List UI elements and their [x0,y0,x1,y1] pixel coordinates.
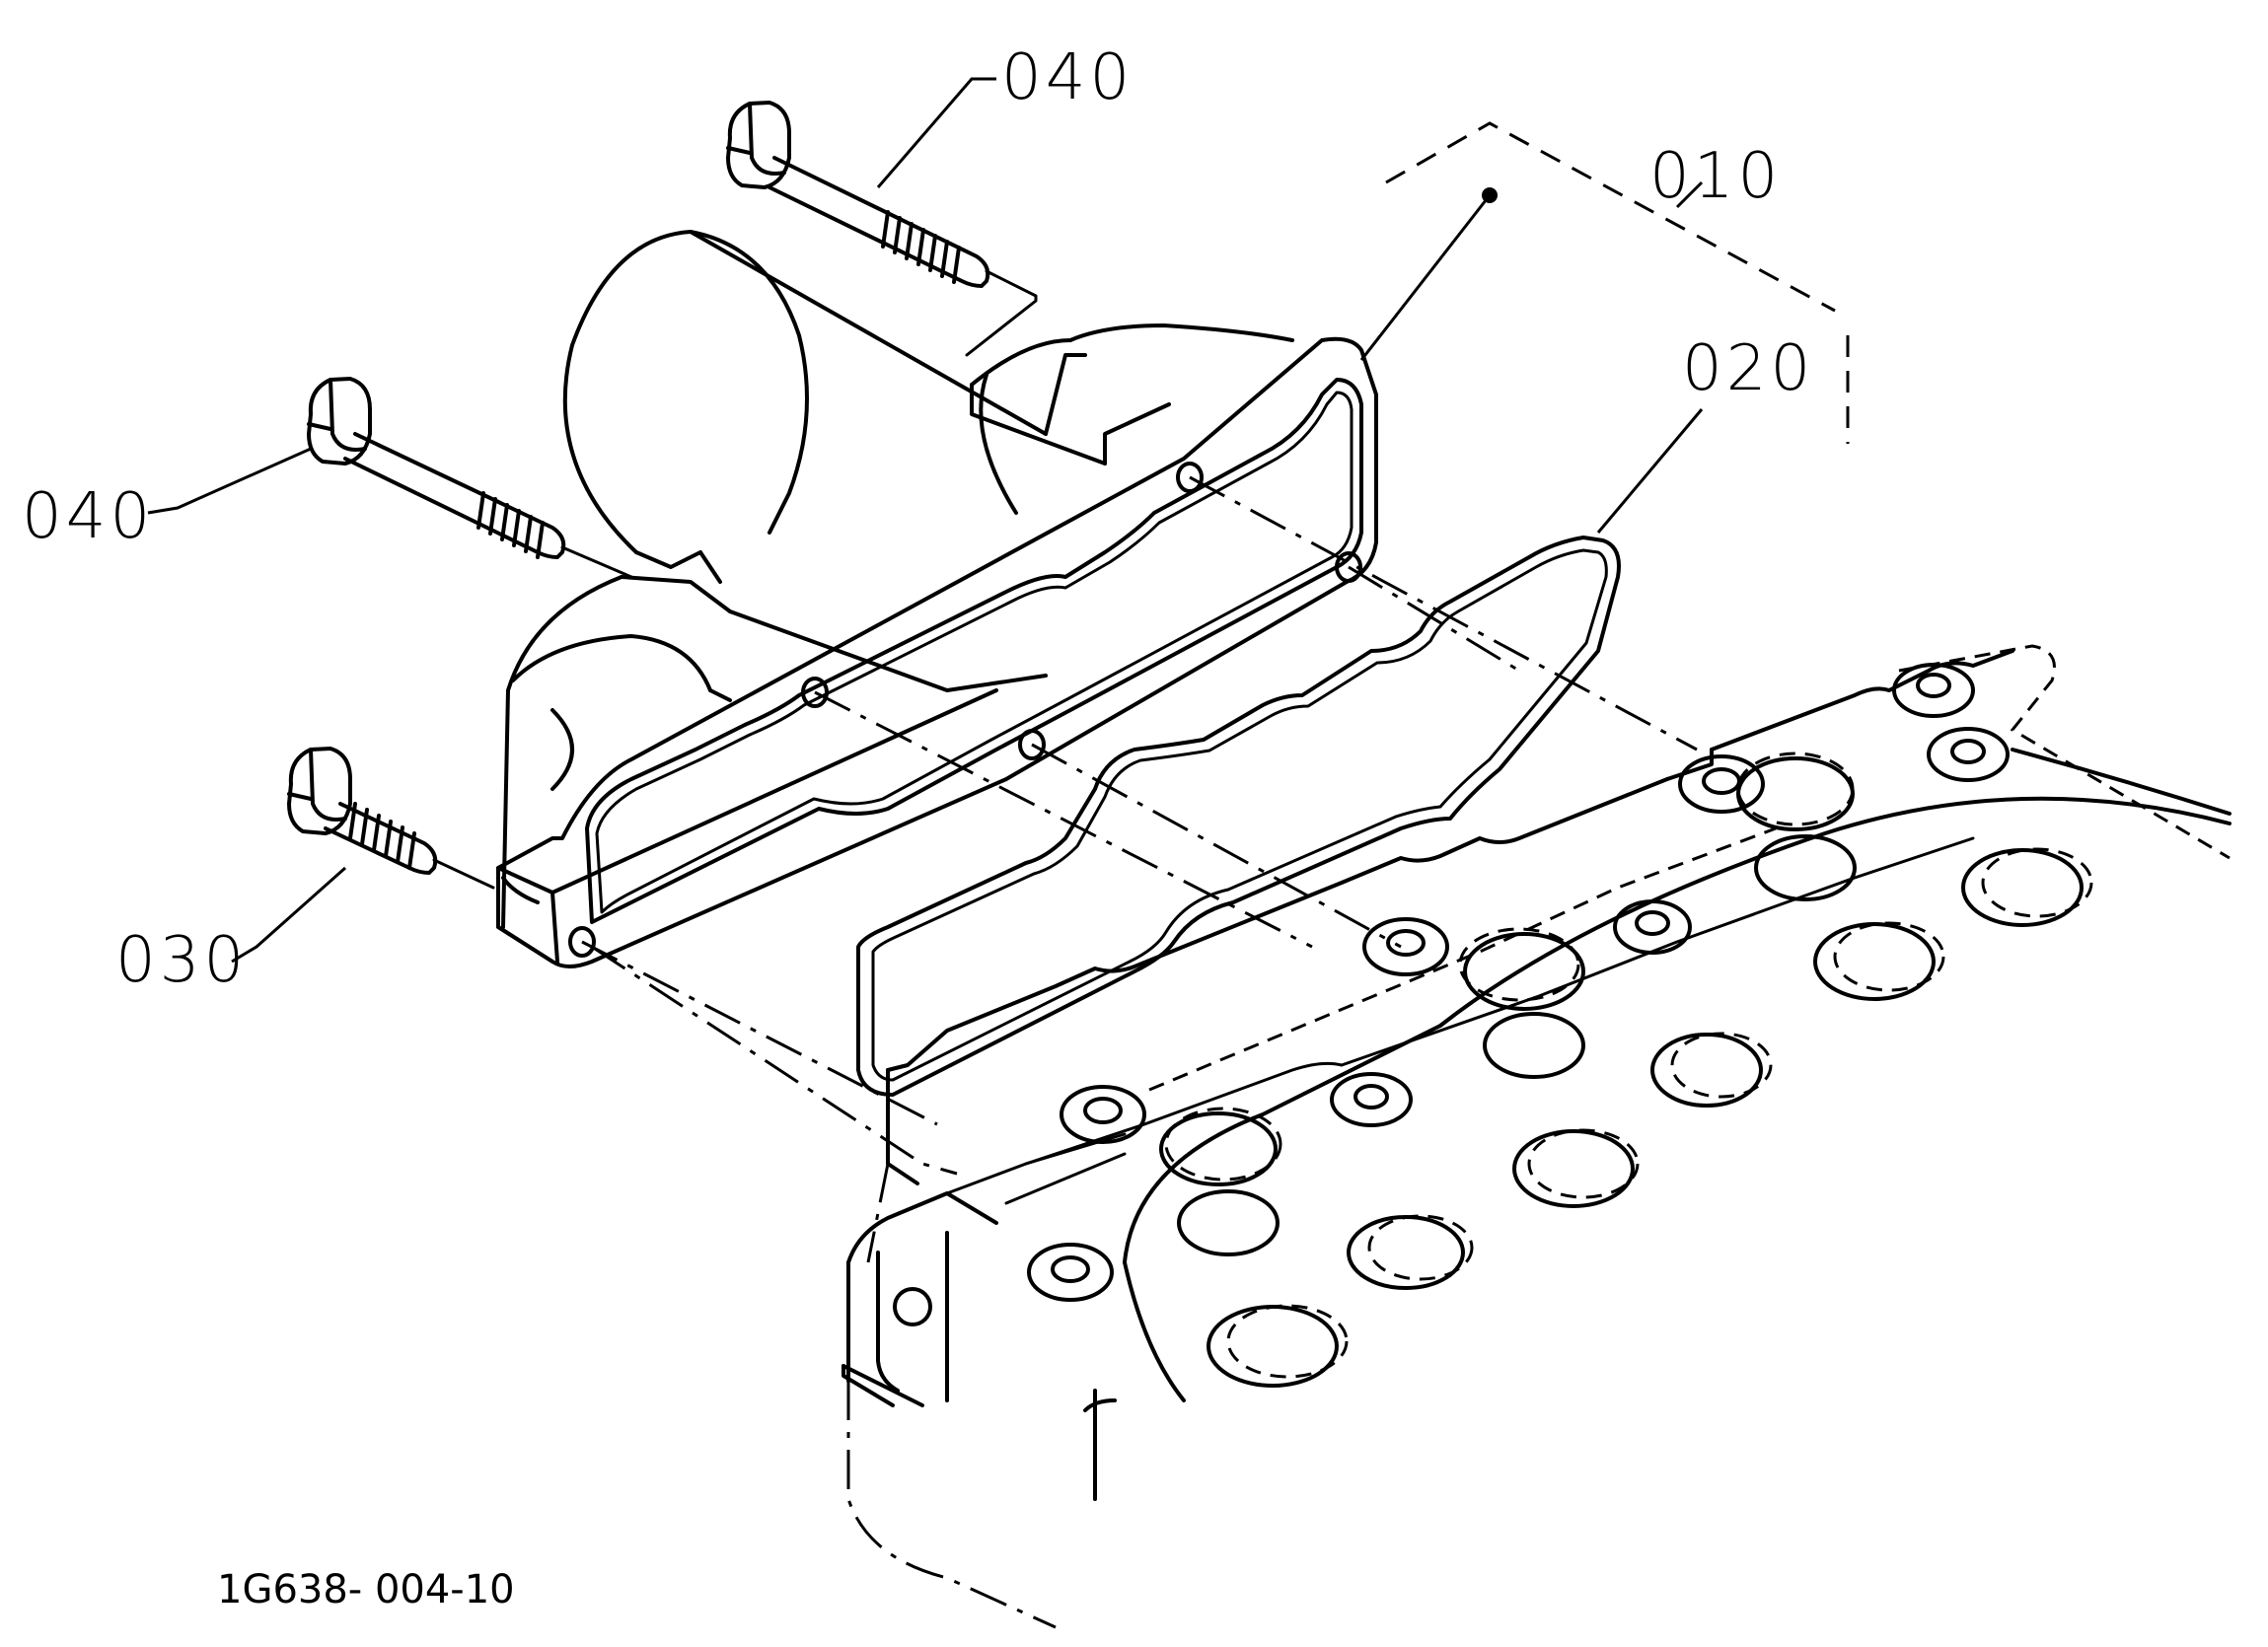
gasket [856,536,1621,1097]
callout-040-top: 040 [1001,41,1134,114]
callout-030: 030 [115,924,248,997]
assembly-centerlines [581,475,1698,1176]
callout-020: 020 [1682,332,1814,405]
cylinder-head [841,644,2231,1629]
assembly-bracket-010 [1359,121,1850,444]
bolt-040-top [726,101,990,288]
figure-id: 1G638- 004-10 [217,1567,515,1612]
callout-010: 010 [1649,140,1782,213]
bolt-040-left-centerline [560,545,633,579]
bolt-040-left [307,377,566,559]
bolt-030-centerline [432,858,495,890]
head-port-circles [1159,752,2093,1388]
bolt-040-top-centerline [965,269,1038,357]
bolt-030 [287,747,438,875]
leader-lines [147,77,1704,964]
callout-040-left: 040 [22,480,154,553]
cover-assembly [496,230,1378,968]
head-bolt-pads [1027,663,2010,1302]
